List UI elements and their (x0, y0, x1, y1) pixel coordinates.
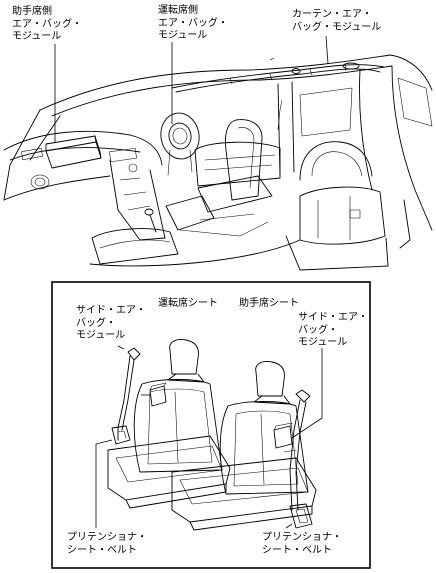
curtain-airbag-label: カーテン・エア・ バッグ・モジュール (292, 9, 382, 33)
driver-airbag-label: 運転席側 エア・バッグ・ モジュール (158, 5, 228, 41)
passenger-seat-label: 助手席シート (239, 298, 299, 309)
pretensioner-left-label: プリテンショナ・ シート・ベルト (67, 532, 147, 556)
seat-detail-drawing (95, 339, 323, 531)
seat-detail-frame (51, 281, 371, 569)
side-airbag-left-label: サイド・エア・ バッグ・ モジュール (76, 305, 146, 341)
driver-seat-label: 運転席シート (158, 298, 218, 309)
car-interior-drawing (3, 35, 433, 271)
pretensioner-right-label: プリテンショナ・ シート・ベルト (262, 532, 342, 556)
side-airbag-right-label: サイド・エア・ バッグ・ モジュール (298, 312, 368, 348)
passenger-airbag-label: 助手席側 エア・バッグ・ モジュール (12, 6, 82, 42)
